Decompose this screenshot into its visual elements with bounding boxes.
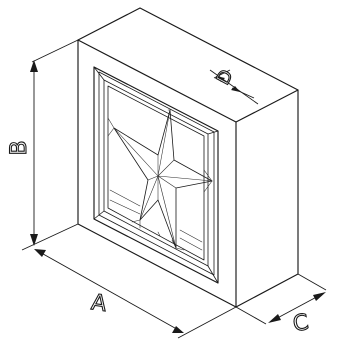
box-front-face [78, 40, 236, 307]
lead-line [171, 239, 177, 249]
dimension-b-extension-bottom [21, 223, 79, 251]
glass-line [179, 229, 203, 243]
dimension-d-arrow-2 [231, 86, 240, 92]
window-pane-border [107, 85, 205, 261]
dimension-b: B [6, 39, 79, 251]
opening-depth-line [207, 130, 219, 135]
lead-line [107, 117, 115, 129]
lead-line [157, 231, 161, 237]
window-frame-outer [98, 71, 215, 276]
star-facet-line [157, 175, 177, 189]
dimension-a-extension-right [177, 306, 237, 339]
dimension-a-label: A [90, 290, 108, 317]
star-facet-line [157, 175, 177, 249]
lead-line [203, 169, 213, 182]
dimension-c-arrow-right [313, 292, 326, 301]
dimension-c-label: C [291, 310, 310, 337]
star-facet-line [157, 159, 175, 177]
dimension-b-extension-top [31, 39, 79, 63]
glass-line [179, 237, 203, 251]
dimension-b-label: B [7, 140, 32, 155]
dimension-c-arrow-left [268, 314, 281, 323]
opening-depth-line [93, 210, 105, 220]
lead-line [131, 219, 141, 223]
opening-depth-line [207, 265, 219, 284]
box-body [77, 7, 299, 308]
dimension-a-arrow-right [172, 326, 184, 333]
window-frames [93, 66, 219, 284]
dimension-c-extension-right [297, 273, 327, 291]
lead-line [175, 247, 185, 251]
dimension-a-arrow-left [34, 249, 46, 257]
dimension-d-arrow-1 [216, 76, 225, 82]
star-facet-line [147, 175, 159, 181]
glass-line [109, 189, 141, 207]
dimension-c: C [235, 273, 327, 338]
star-facet-line [139, 175, 159, 221]
dimension-c-extension-left [235, 306, 267, 325]
glass-line [109, 199, 141, 215]
star-ornament [107, 109, 213, 251]
lead-line [107, 127, 115, 137]
lead-line [203, 180, 213, 193]
dimension-a-line [35, 249, 183, 333]
dimension-b-arrow-top [30, 60, 38, 72]
dimension-a: A [34, 249, 237, 339]
dimension-b-arrow-bottom [30, 234, 38, 246]
star-facet-line [113, 127, 159, 177]
box-side-face [236, 90, 298, 307]
star-facet-line [157, 109, 171, 177]
opening-depth-line [93, 66, 105, 81]
star-facet-line [157, 175, 213, 182]
